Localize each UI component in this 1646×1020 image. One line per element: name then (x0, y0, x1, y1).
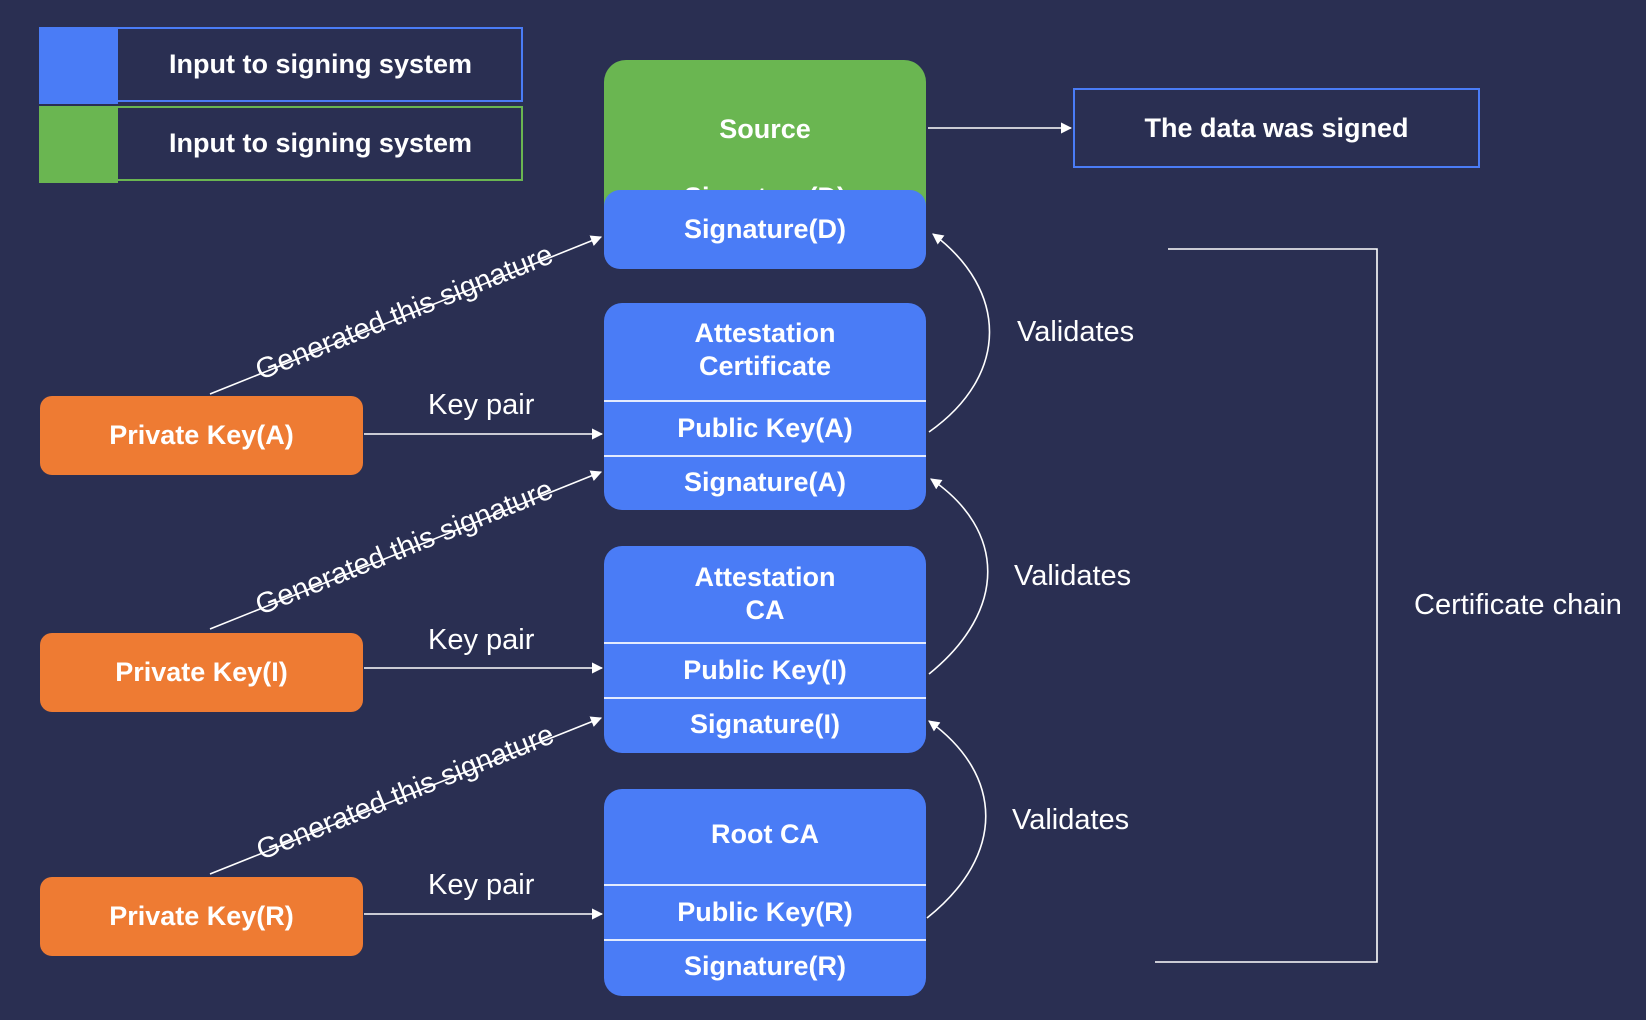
certificate-title-line1: Root CA (711, 818, 819, 849)
divider (604, 939, 926, 941)
generated-arrow-r (209, 716, 603, 875)
private-key-a-box: Private Key(A) (40, 396, 363, 475)
private-key-r-box: Private Key(R) (40, 877, 363, 956)
divider (604, 455, 926, 457)
source-title: Source (719, 114, 811, 144)
generated-arrow-i (209, 470, 603, 630)
validates-curve-2 (928, 478, 989, 675)
signature-a-label: Signature(A) (684, 466, 846, 497)
key-pair-label: Key pair (428, 624, 535, 656)
generated-arrow-a (209, 235, 603, 395)
validates-curve-3 (926, 720, 987, 919)
divider (604, 400, 926, 402)
legend-item-green: Input to signing system (39, 106, 523, 183)
divider (604, 884, 926, 886)
key-pair-label: Key pair (428, 869, 535, 901)
certificate-title: Attestation CA (604, 559, 926, 629)
chain-bracket (1155, 248, 1378, 963)
public-key-a-label: Public Key(A) (677, 412, 853, 443)
legend-item-blue: Input to signing system (39, 27, 523, 104)
certificate-title: Root CA (604, 799, 926, 869)
validates-curve-1 (928, 233, 991, 433)
signature-i-label: Signature(I) (689, 708, 840, 739)
signature-d-label: Signature(D) (684, 214, 846, 244)
divider (604, 642, 926, 644)
key-pair-label: Key pair (428, 389, 535, 421)
attestation-certificate-box: Attestation Certificate Public Key(A) Si… (604, 303, 926, 510)
certificate-title-line2: CA (745, 595, 785, 625)
certificate-title: Attestation Certificate (604, 315, 926, 385)
certificate-chain-label: Certificate chain (1414, 589, 1622, 621)
certificate-title-line1: Attestation (694, 562, 836, 592)
result-box: The data was signed (1073, 88, 1480, 168)
legend-swatch-green (39, 106, 118, 183)
validates-label: Validates (1012, 804, 1130, 836)
validates-label: Validates (1017, 316, 1135, 348)
legend-swatch-blue (39, 27, 118, 104)
divider (604, 697, 926, 699)
root-ca-box: Root CA Public Key(R) Signature(R) (604, 789, 926, 996)
attestation-ca-box: Attestation CA Public Key(I) Signature(I… (604, 546, 926, 753)
public-key-i-label: Public Key(I) (683, 654, 847, 685)
legend-label: Input to signing system (168, 128, 472, 158)
certificate-title-line2: Certificate (698, 351, 832, 381)
legend-label: Input to signing system (168, 49, 472, 79)
validates-label: Validates (1014, 560, 1132, 592)
private-key-i-box: Private Key(I) (40, 633, 363, 712)
signature-r-label: Signature(R) (684, 950, 846, 981)
certificate-title-line1: Attestation (694, 318, 836, 348)
signature-d-box: Signature(D) (604, 190, 926, 269)
public-key-r-label: Public Key(R) (677, 896, 853, 927)
